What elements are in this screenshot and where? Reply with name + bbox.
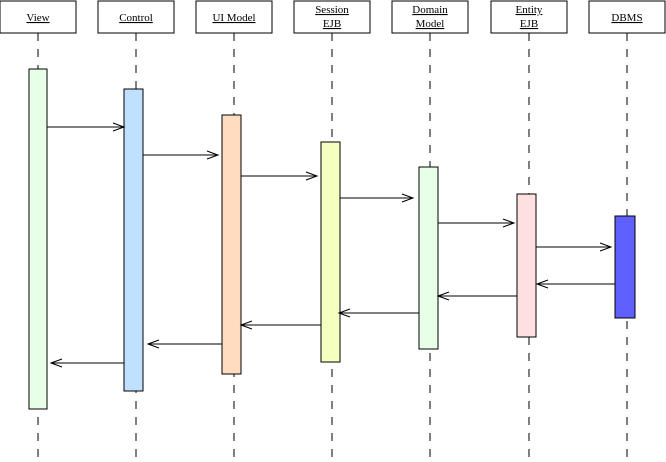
message-arrow-domain-model-to-session-ejb bbox=[337, 308, 419, 318]
participant-label-session-ejb: Session bbox=[315, 4, 349, 16]
message-arrow-entity-ejb-to-dbms bbox=[536, 242, 613, 252]
message-arrow-session-ejb-to-domain-model bbox=[340, 193, 415, 203]
message-arrow-dbms-to-entity-ejb bbox=[535, 279, 615, 289]
participant-label-dbms: DBMS bbox=[611, 12, 642, 24]
participant-box-session-ejb bbox=[293, 0, 371, 34]
participant-box-entity-ejb bbox=[490, 0, 568, 34]
activation-bar-view bbox=[28, 68, 48, 410]
activation-bar-entity-ejb bbox=[516, 193, 537, 338]
participant-box-dbms bbox=[588, 0, 666, 34]
participant-label-entity-ejb: EJB bbox=[520, 18, 538, 30]
message-arrow-control-to-ui-model bbox=[143, 150, 220, 160]
participant-box-control bbox=[97, 0, 175, 34]
message-arrow-entity-ejb-to-domain-model bbox=[436, 291, 517, 301]
message-arrow-domain-model-to-entity-ejb bbox=[438, 218, 516, 228]
activation-bar-ui-model bbox=[221, 114, 242, 375]
message-arrow-ui-model-to-session-ejb bbox=[241, 171, 319, 181]
participant-box-view bbox=[0, 0, 77, 34]
participant-box-ui-model bbox=[195, 0, 273, 34]
message-arrow-ui-model-to-control bbox=[146, 339, 222, 349]
participant-label-control: Control bbox=[119, 12, 153, 24]
participant-label-session-ejb: EJB bbox=[323, 18, 341, 30]
participant-label-domain-model: Model bbox=[416, 18, 445, 30]
message-arrow-view-to-control bbox=[47, 122, 126, 132]
participant-label-ui-model: UI Model bbox=[212, 12, 255, 24]
activation-bar-control bbox=[123, 88, 144, 392]
activation-bar-domain-model bbox=[418, 166, 439, 350]
participant-label-entity-ejb: Entity bbox=[516, 4, 543, 16]
participant-label-domain-model: Domain bbox=[412, 4, 448, 16]
message-arrow-control-to-view bbox=[49, 358, 124, 368]
message-arrow-session-ejb-to-ui-model bbox=[239, 320, 321, 330]
participant-label-view: View bbox=[26, 12, 49, 24]
activation-bar-session-ejb bbox=[320, 141, 341, 363]
participant-box-domain-model bbox=[391, 0, 469, 34]
activation-bar-dbms bbox=[614, 215, 636, 319]
